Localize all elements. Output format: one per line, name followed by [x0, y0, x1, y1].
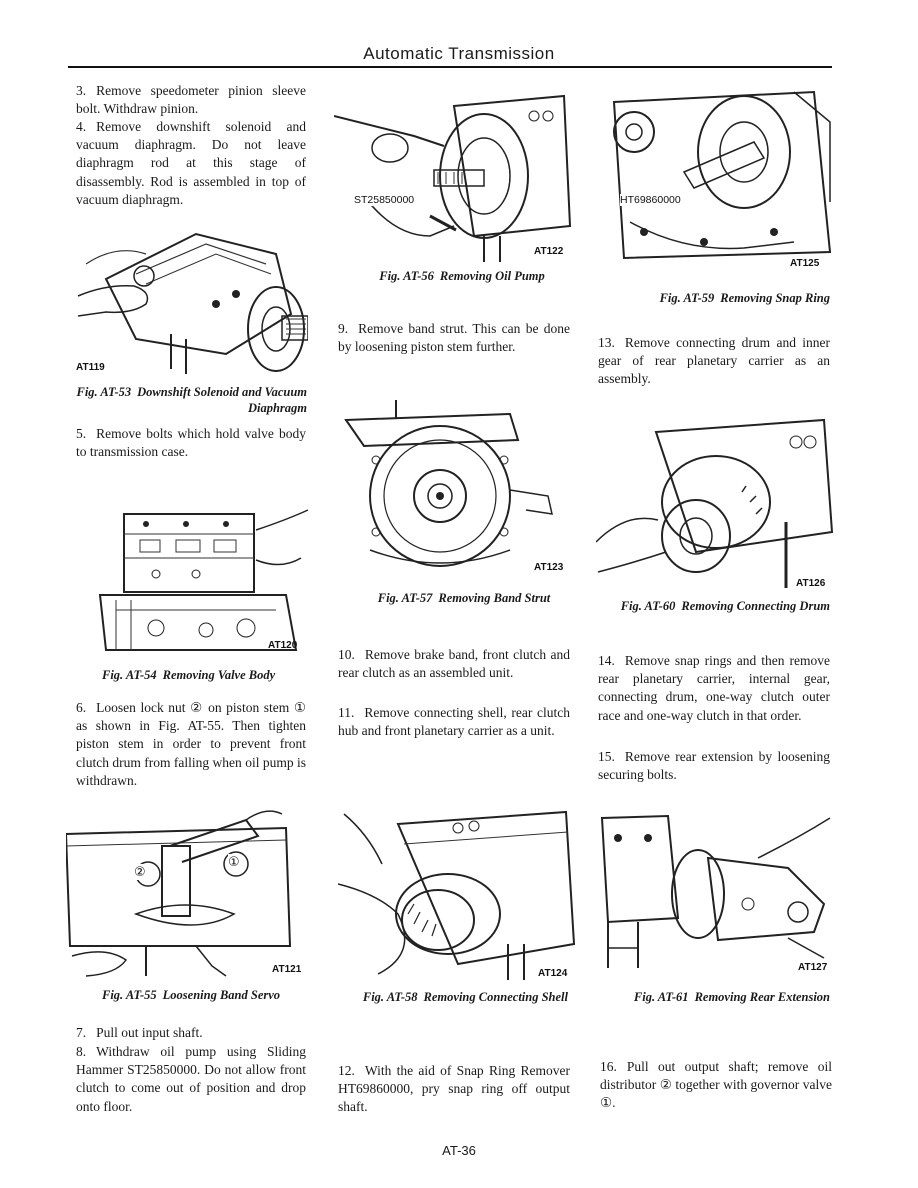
figure-number: Fig. AT-61 — [633, 990, 689, 1004]
figure-connecting-shell: AT124 — [338, 804, 576, 982]
figure-title: Removing Connecting Drum — [681, 599, 830, 613]
figure-caption: Fig. AT-58 Removing Connecting Shell — [344, 989, 568, 1005]
figure-number: Fig. AT-58 — [362, 990, 418, 1004]
page-title: Automatic Transmission — [363, 44, 555, 63]
step-11: 11.Remove connecting shell, rear clutch … — [338, 704, 570, 740]
figure-caption: Fig. AT-53 Downshift Solenoid and Vacuum … — [76, 384, 308, 416]
figure-band-strut: AT123 — [340, 400, 576, 576]
step-text: Remove connecting shell, rear clutch hub… — [338, 705, 570, 739]
callout-number: ② — [134, 864, 146, 880]
step-text: Remove bolts which hold valve body to tr… — [76, 426, 306, 460]
figure-valve-body: AT120 — [96, 500, 310, 658]
figure-downshift-solenoid: AT119 — [76, 224, 308, 376]
figure-number: Fig. AT-54 — [102, 668, 157, 682]
step-7: 7. Pull out input shaft. — [76, 1024, 306, 1042]
step-12: 12.With the aid of Snap Ring Remover HT6… — [338, 1062, 570, 1117]
step-number: 8. — [76, 1044, 87, 1059]
step-text: Remove snap rings and then remove rear p… — [598, 653, 830, 723]
figure-rear-extension: AT127 — [598, 808, 834, 976]
step-16: 16.Pull out output shaft; remove oil dis… — [600, 1058, 832, 1113]
header-rule — [68, 66, 832, 68]
figure-number: Fig. AT-56 — [379, 269, 434, 283]
step-number: 13. — [598, 335, 615, 350]
step-number: 16. — [600, 1059, 617, 1074]
step-10: 10.Remove brake band, front clutch and r… — [338, 646, 570, 682]
figure-number: Fig. AT-60 — [620, 599, 676, 613]
step-3: 3.Remove speedometer pinion sleeve bolt.… — [76, 82, 306, 118]
tool-label: ST25850000 — [354, 194, 415, 206]
figure-number: Fig. AT-57 — [377, 591, 433, 605]
step-8: 8.Withdraw oil pump using Sliding Hammer… — [76, 1043, 306, 1116]
callout-number: ① — [228, 854, 240, 870]
figure-title: Removing Oil Pump — [439, 269, 545, 283]
figure-title: Removing Band Strut — [438, 591, 551, 605]
figure-number: Fig. AT-55 — [102, 988, 157, 1002]
figure-title: Downshift Solenoid and Vacuum Diaphragm — [137, 385, 307, 415]
figure-title: Loosening Band Servo — [162, 988, 281, 1002]
figure-band-servo: ② ① AT121 — [66, 806, 310, 978]
figure-code: AT124 — [538, 968, 568, 979]
figure-number: Fig. AT-53 — [76, 385, 132, 399]
step-text: Remove connecting drum and inner gear of… — [598, 335, 830, 387]
figure-code: AT127 — [798, 962, 828, 973]
step-number: 3. — [76, 83, 87, 98]
step-number: 14. — [598, 653, 615, 668]
figure-code: AT120 — [268, 640, 298, 651]
step-number: 5. — [76, 426, 87, 441]
step-number: 12. — [338, 1063, 355, 1078]
figure-caption: Fig. AT-57 Removing Band Strut — [344, 590, 584, 606]
step-6: 6.Loosen lock nut ② on piston stem ① as … — [76, 699, 306, 790]
step-number: 4. — [76, 119, 87, 134]
step-number: 6. — [76, 700, 87, 715]
figure-code: AT119 — [76, 362, 105, 373]
figure-connecting-drum: AT126 — [596, 412, 834, 592]
step-5: 5.Remove bolts which hold valve body to … — [76, 425, 306, 461]
figure-number: Fig. AT-59 — [659, 291, 715, 305]
figure-title: Removing Connecting Shell — [423, 990, 568, 1004]
step-number: 7. — [76, 1025, 87, 1040]
figure-code: AT125 — [790, 258, 820, 269]
figure-snap-ring: HT69860000 AT125 — [594, 82, 832, 272]
step-text: With the aid of Snap Ring Remover HT6986… — [338, 1063, 570, 1115]
figure-caption: Fig. AT-56 Removing Oil Pump — [344, 268, 580, 284]
figure-title: Removing Rear Extension — [694, 990, 830, 1004]
figure-caption: Fig. AT-54 Removing Valve Body — [102, 667, 322, 683]
step-number: 15. — [598, 749, 615, 764]
figure-code: AT126 — [796, 578, 826, 589]
step-15: 15.Remove rear extension by loosening se… — [598, 748, 830, 784]
step-text: Pull out input shaft. — [96, 1025, 203, 1040]
step-number: 11. — [338, 705, 355, 720]
figure-oil-pump: ST25850000 AT122 — [334, 86, 574, 262]
step-text: Remove speedometer pinion sleeve bolt. W… — [76, 83, 306, 117]
step-text: Remove brake band, front clutch and rear… — [338, 647, 570, 681]
figure-code: AT123 — [534, 562, 564, 573]
figure-title: Removing Valve Body — [162, 668, 276, 682]
figure-caption: Fig. AT-61 Removing Rear Extension — [598, 989, 830, 1005]
step-number: 10. — [338, 647, 355, 662]
step-9: 9.Remove band strut. This can be done by… — [338, 320, 570, 356]
figure-code: AT121 — [272, 964, 302, 975]
step-text: Loosen lock nut ② on piston stem ① as sh… — [76, 700, 306, 788]
figure-caption: Fig. AT-55 Loosening Band Servo — [102, 987, 322, 1003]
figure-caption: Fig. AT-59 Removing Snap Ring — [598, 290, 830, 306]
step-14: 14.Remove snap rings and then remove rea… — [598, 652, 830, 725]
step-text: Withdraw oil pump using Sliding Hammer S… — [76, 1044, 306, 1114]
step-text: Remove band strut. This can be done by l… — [338, 321, 570, 355]
tool-label: HT69860000 — [620, 194, 681, 206]
page-number: AT-36 — [442, 1143, 476, 1158]
step-text: Remove downshift solenoid and vacuum dia… — [76, 119, 306, 207]
figure-code: AT122 — [534, 246, 564, 257]
step-number: 9. — [338, 321, 349, 336]
figure-caption: Fig. AT-60 Removing Connecting Drum — [598, 598, 830, 614]
step-text: Remove rear extension by loosening secur… — [598, 749, 830, 783]
step-4: 4.Remove downshift solenoid and vacuum d… — [76, 118, 306, 209]
step-13: 13.Remove connecting drum and inner gear… — [598, 334, 830, 389]
step-text: Pull out output shaft; remove oil distri… — [600, 1059, 832, 1111]
figure-title: Removing Snap Ring — [720, 291, 830, 305]
